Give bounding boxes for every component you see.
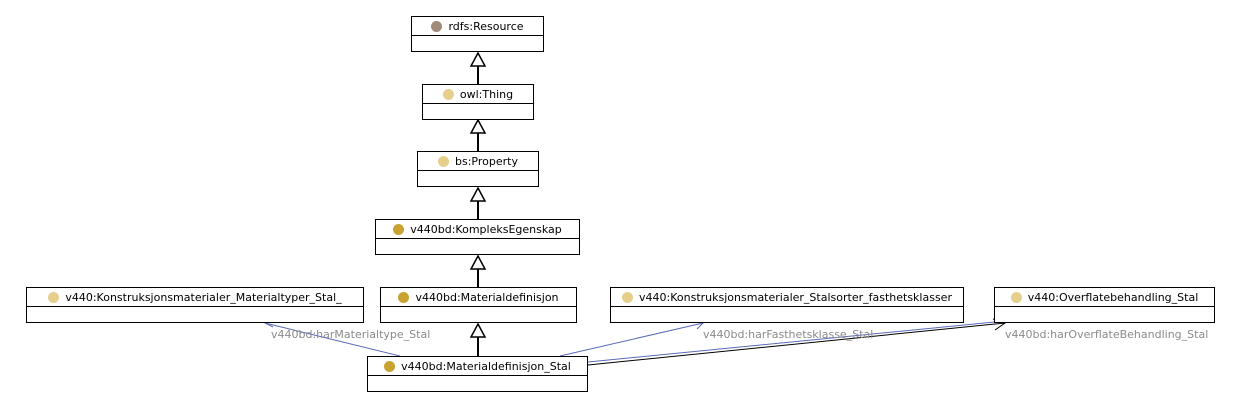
property-edge-fasthetsklasse (559, 322, 704, 357)
class-circle-icon (48, 291, 60, 303)
class-header: v440bd:Materialdefinisjon_Stal (368, 357, 587, 376)
class-header: owl:Thing (423, 85, 533, 104)
class-header: v440:Overflatebehandling_Stal (995, 288, 1214, 307)
inheritance-arrowhead (469, 254, 487, 270)
class-stalsorter[interactable]: v440:Konstruksjonsmaterialer_Stalsorter_… (610, 287, 964, 323)
inheritance-arrowhead (469, 322, 487, 338)
class-rdfs-resource[interactable]: rdfs:Resource (411, 16, 544, 52)
edge-label-fasthetsklasse: v440bd:harFasthetsklasse_Stal (703, 328, 874, 341)
class-circle-icon (438, 155, 450, 167)
class-header: v440bd:Materialdefinisjon (381, 288, 576, 307)
class-circle-icon (398, 291, 410, 303)
class-kompleks-egenskap[interactable]: v440bd:KompleksEgenskap (375, 219, 580, 255)
class-header: v440:Konstruksjonsmaterialer_Materialtyp… (27, 288, 363, 307)
class-label: rdfs:Resource (448, 19, 524, 33)
class-materialtyper-stal[interactable]: v440:Konstruksjonsmaterialer_Materialtyp… (26, 287, 364, 323)
inheritance-arrowhead (469, 118, 487, 134)
class-label: v440bd:Materialdefinisjon_Stal (401, 359, 571, 373)
inheritance-arrowhead (469, 51, 487, 67)
class-circle-icon (1010, 291, 1022, 303)
class-bs-property[interactable]: bs:Property (417, 151, 539, 187)
class-materialdefinisjon-stal[interactable]: v440bd:Materialdefinisjon_Stal (367, 356, 588, 392)
class-label: v440bd:Materialdefinisjon (415, 290, 559, 304)
edge-label-overflatebehandling: v440bd:harOverflateBehandling_Stal (1005, 328, 1209, 341)
property-edge-materialtype (264, 322, 401, 357)
class-circle-icon (442, 88, 454, 100)
class-label: v440:Konstruksjonsmaterialer_Stalsorter_… (639, 290, 952, 304)
property-edge-overflate-shadow (587, 320, 1006, 363)
edge-label-materialtype: v440bd:harMaterialtype_Stal (271, 328, 431, 341)
class-header: v440bd:KompleksEgenskap (376, 220, 579, 239)
class-label: bs:Property (455, 154, 518, 168)
inheritance-arrowhead (469, 186, 487, 202)
class-label: owl:Thing (459, 87, 514, 101)
class-materialdefinisjon[interactable]: v440bd:Materialdefinisjon (380, 287, 577, 323)
class-header: bs:Property (418, 152, 538, 171)
class-label: v440:Overflatebehandling_Stal (1027, 290, 1199, 304)
class-circle-icon (622, 291, 634, 303)
class-overflatebehandling[interactable]: v440:Overflatebehandling_Stal (994, 287, 1215, 323)
class-circle-icon (431, 20, 443, 32)
class-header: v440:Konstruksjonsmaterialer_Stalsorter_… (611, 288, 963, 307)
class-label: v440:Konstruksjonsmaterialer_Materialtyp… (65, 290, 342, 304)
property-edge-overflate (587, 322, 1006, 366)
class-owl-thing[interactable]: owl:Thing (422, 84, 534, 120)
class-circle-icon (393, 223, 405, 235)
class-header: rdfs:Resource (412, 17, 543, 36)
class-label: v440bd:KompleksEgenskap (410, 222, 562, 236)
class-circle-icon (384, 360, 396, 372)
